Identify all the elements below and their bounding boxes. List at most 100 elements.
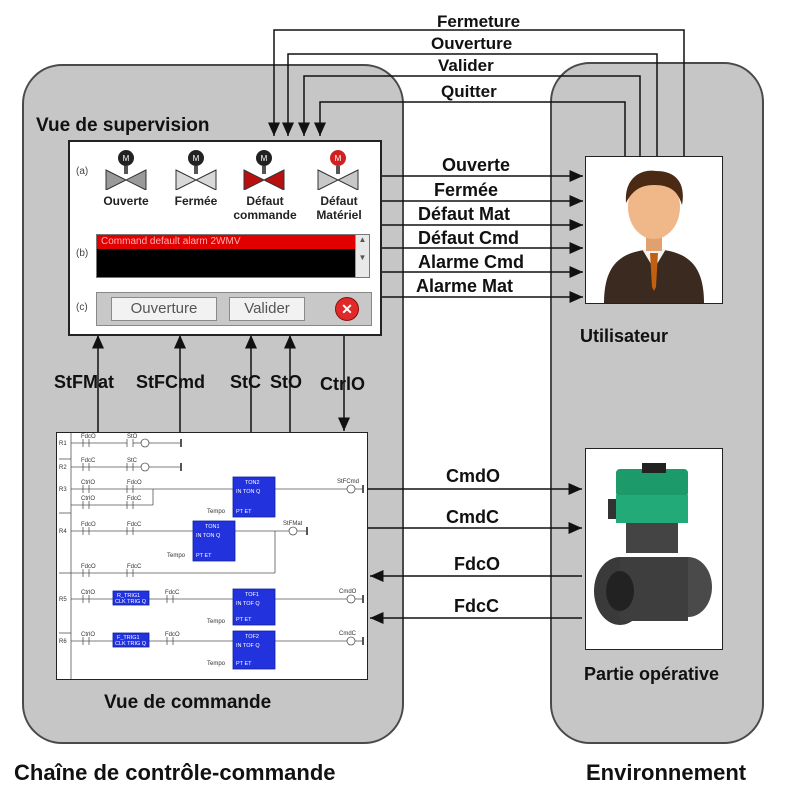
fermeture-line [268,29,685,158]
svg-text:CtrlO: CtrlO [81,590,95,596]
alarme-mat-signal: Alarme Mat [416,276,514,296]
row-tag-b: (b) [76,248,89,259]
svg-text:StFCmd: StFCmd [337,479,359,485]
svg-text:FdcC: FdcC [127,496,142,502]
valve-closed-icon[interactable]: M [174,148,218,190]
environment-label: Environnement [586,760,747,785]
valider-button[interactable]: Valider [229,297,305,321]
svg-text:TOF2: TOF2 [245,634,259,640]
svg-text:R1: R1 [59,441,67,447]
valve-open-icon[interactable]: M [104,148,148,190]
svg-text:Tempo: Tempo [207,509,226,515]
valve-closed-label: Fermée [174,194,218,208]
cmdo-signal: CmdO [446,466,500,486]
svg-text:PT ET: PT ET [236,617,252,623]
svg-text:TOF1: TOF1 [245,592,259,598]
stc-signal: StC [230,372,261,392]
cmdc-signal: CmdC [446,507,499,527]
quitter-label: Quitter [441,82,497,101]
svg-text:FdcC: FdcC [127,522,142,528]
alarm-scrollbar[interactable]: ▲▼ [355,235,369,277]
sto-signal: StO [270,372,303,392]
quitter-line [314,101,626,158]
ouverte-signal: Ouverte [442,155,511,175]
svg-text:TON2: TON2 [245,480,260,486]
svg-text:IN TON Q: IN TON Q [196,533,221,539]
svg-text:CmdC: CmdC [339,631,357,637]
svg-text:TON1: TON1 [205,524,220,530]
fermeture-label: Fermeture [437,12,521,31]
stfmat-signal: StFMat [54,372,114,392]
command-title: Vue de commande [104,692,272,713]
svg-text:FdcO: FdcO [81,522,96,528]
svg-text:M: M [335,154,342,163]
svg-text:FdcC: FdcC [127,564,142,570]
user-avatar-icon [604,170,704,303]
svg-text:M: M [261,154,268,163]
supervision-panel: (a) (b) (c) M M M M Ouverte Fermée Défau… [68,140,382,336]
control-chain-label: Chaîne de contrôle-commande [14,760,336,785]
svg-text:FdcO: FdcO [127,480,142,486]
svg-text:Tempo: Tempo [167,553,186,559]
ouverture-button[interactable]: Ouverture [111,297,217,321]
svg-text:StO: StO [127,434,138,440]
svg-text:PT ET: PT ET [236,509,252,515]
svg-text:R5: R5 [59,597,67,603]
valve-material-fault-icon[interactable]: M [316,148,360,190]
ouverture-label: Ouverture [431,34,513,53]
svg-text:StFMat: StFMat [283,521,303,527]
user-label: Utilisateur [580,326,669,346]
svg-text:Tempo: Tempo [207,661,226,667]
operative-label: Partie opérative [584,664,720,684]
svg-text:PT ET: PT ET [196,553,212,559]
svg-text:FdcC: FdcC [165,590,180,596]
svg-text:IN TOF Q: IN TOF Q [236,601,260,607]
operative-box [585,448,723,650]
alarm-list[interactable]: Command default alarm 2WMV ▲▼ [96,234,370,278]
ouverture-line [282,53,658,158]
svg-text:FdcO: FdcO [81,564,96,570]
svg-text:FdcC: FdcC [81,458,96,464]
svg-text:R2: R2 [59,465,67,471]
svg-text:IN TOF Q: IN TOF Q [236,643,260,649]
motorized-valve-icon [594,463,712,625]
svg-text:PT ET: PT ET [236,661,252,667]
svg-text:CLK TRIG Q: CLK TRIG Q [115,599,147,605]
row-tag-c: (c) [76,302,88,313]
valider-line [298,75,641,158]
svg-text:FdcO: FdcO [81,434,96,440]
svg-text:CtrlO: CtrlO [81,480,95,486]
valve-open-label: Ouverte [103,194,149,208]
alarm-row[interactable]: Command default alarm 2WMV [97,235,355,249]
svg-text:M: M [123,154,130,163]
valve-command-fault-icon[interactable]: M [242,148,286,190]
svg-text:CLK TRIG Q: CLK TRIG Q [115,641,147,647]
svg-text:F_TRIG1: F_TRIG1 [117,635,140,641]
svg-text:StC: StC [127,458,138,464]
ctrlo-signal: CtrlO [320,374,365,394]
svg-text:CtrlO: CtrlO [81,496,95,502]
svg-text:Tempo: Tempo [207,619,226,625]
fdco-signal: FdcO [454,554,501,574]
close-icon[interactable]: ✕ [335,297,359,321]
svg-text:R3: R3 [59,487,67,493]
valider-label: Valider [438,56,494,75]
alarme-cmd-signal: Alarme Cmd [418,252,525,272]
defaut-cmd-signal: Défaut Cmd [418,228,520,248]
svg-text:CtrlO: CtrlO [81,632,95,638]
row-tag-a: (a) [76,166,89,177]
svg-text:IN TON Q: IN TON Q [236,489,261,495]
button-bar: Ouverture Valider ✕ [96,292,372,326]
defaut-mat-signal: Défaut Mat [418,204,511,224]
valve-material-fault-label: Défaut Matériel [316,194,362,222]
svg-text:M: M [193,154,200,163]
user-box [585,156,723,304]
svg-text:R4: R4 [59,529,67,535]
svg-text:CmdO: CmdO [339,589,357,595]
stfcmd-signal: StFCmd [136,372,205,392]
svg-text:R6: R6 [59,639,67,645]
fdcc-signal: FdcC [454,596,499,616]
